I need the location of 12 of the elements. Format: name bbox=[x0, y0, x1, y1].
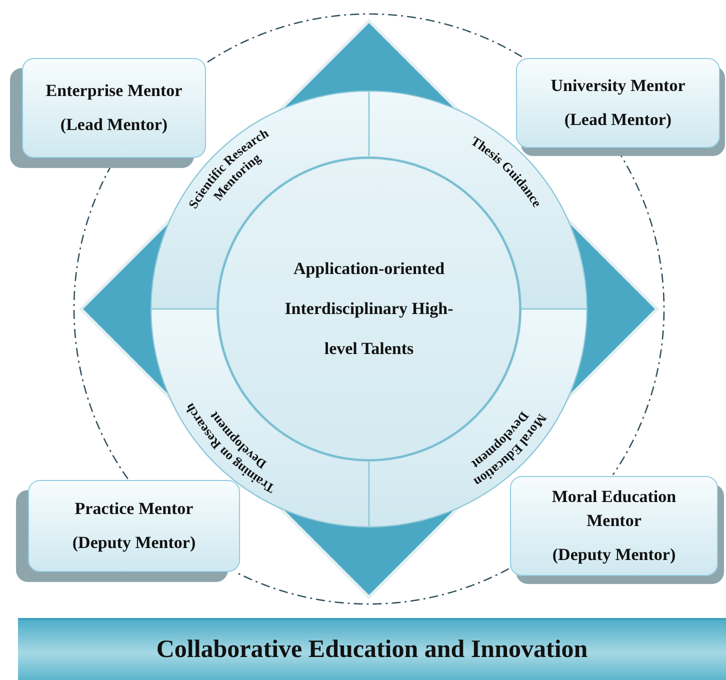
mentor-title: University Mentor bbox=[550, 75, 686, 97]
mentor-title: Moral Education Mentor bbox=[550, 486, 678, 532]
dash-dot-arc bbox=[207, 13, 522, 63]
mentor-role: (Deputy Mentor) bbox=[552, 544, 676, 566]
mentor-title: Practice Mentor bbox=[74, 498, 194, 520]
mentor-role: (Deputy Mentor) bbox=[72, 532, 196, 554]
mentor-role: (Lead Mentor) bbox=[564, 109, 672, 131]
banner: Collaborative Education and Innovation bbox=[18, 618, 726, 680]
mentor-role: (Lead Mentor) bbox=[60, 114, 168, 136]
mentor-title: Enterprise Mentor bbox=[46, 80, 182, 102]
dash-dot-arc bbox=[237, 568, 510, 605]
center-text: Application-oriented Interdisciplinary High-level Talents bbox=[284, 258, 454, 360]
